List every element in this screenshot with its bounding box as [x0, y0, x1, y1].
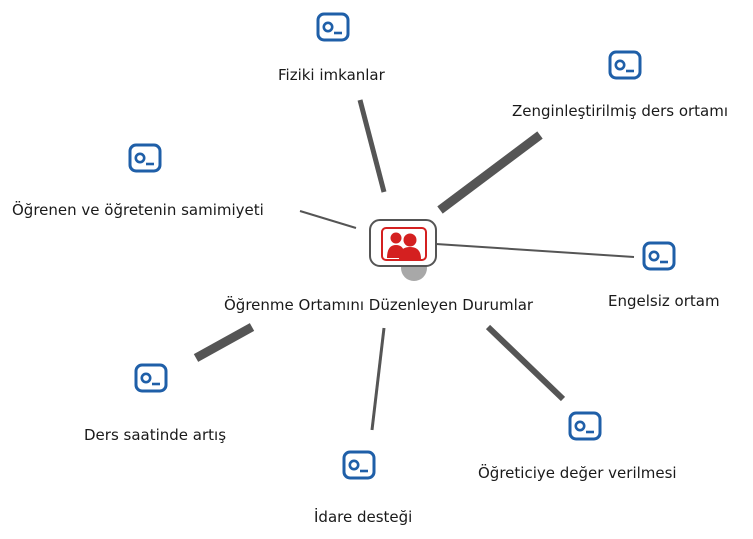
code-icon[interactable]	[316, 12, 350, 42]
node-label-ogrenen-ve-ogretenin-samimiyeti: Öğrenen ve öğretenin samimiyeti	[12, 201, 264, 219]
edge-zenginlestirilmis-ders-ortami	[437, 131, 543, 214]
node-label-ogreticiye-deger-verilmesi: Öğreticiye değer verilmesi	[478, 464, 677, 482]
center-node[interactable]	[369, 219, 437, 281]
code-icon[interactable]	[134, 363, 168, 393]
center-node-label: Öğrenme Ortamını Düzenleyen Durumlar	[224, 296, 534, 314]
red-user-group-icon	[381, 227, 427, 261]
code-icon[interactable]	[568, 411, 602, 441]
node-label-fiziki-imkanlar: Fiziki imkanlar	[278, 66, 385, 84]
edge-ogrenen-ve-ogretenin-samimiyeti	[299, 210, 357, 229]
node-label-ders-saatinde-artis: Ders saatinde artış	[84, 426, 227, 444]
edge-ogreticiye-deger-verilmesi	[485, 324, 566, 402]
edge-idare-destegi	[370, 327, 386, 431]
edge-engelsiz-ortam	[435, 243, 635, 258]
code-icon[interactable]	[608, 50, 642, 80]
edge-fiziki-imkanlar	[357, 99, 387, 193]
code-icon[interactable]	[642, 241, 676, 271]
edge-ders-saatinde-artis	[193, 323, 255, 362]
node-label-idare-destegi: İdare desteği	[314, 508, 413, 526]
node-label-zenginlestirilmis-ders-ortami: Zenginleştirilmiş ders ortamı	[512, 102, 729, 120]
code-icon[interactable]	[128, 143, 162, 173]
code-icon[interactable]	[342, 450, 376, 480]
node-label-engelsiz-ortam: Engelsiz ortam	[608, 292, 720, 310]
